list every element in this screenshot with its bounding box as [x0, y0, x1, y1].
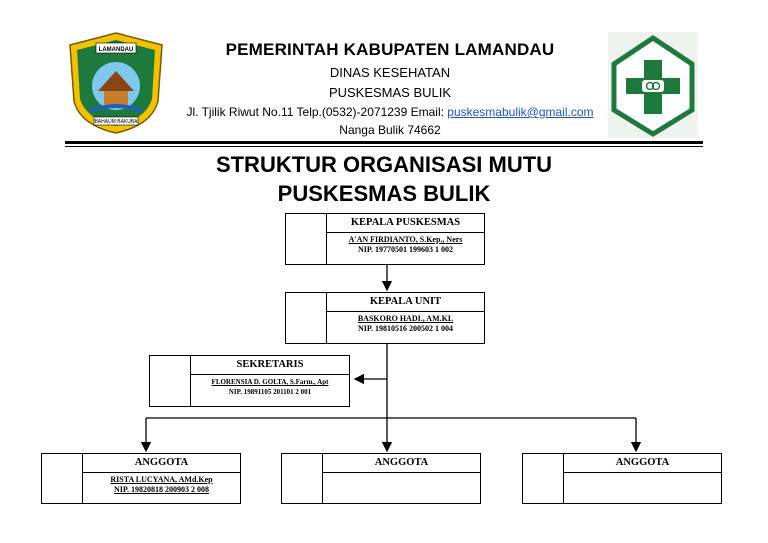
person-name: RISTA LUCYANA, AMd.Kep — [110, 475, 213, 484]
role-label: KEPALA PUSKESMAS — [327, 214, 484, 233]
photo-placeholder — [42, 454, 83, 503]
letterhead-unit: PUSKESMAS BULIK — [328, 85, 452, 100]
lamandau-emblem-icon: LAMANDAU BAHAUM BAKUBA — [66, 31, 166, 135]
person-info: FLORENSIA D. GOLTA, S.Farm., Apt NIP. 19… — [191, 377, 349, 406]
letterhead-divider — [65, 141, 703, 144]
role-label: KEPALA UNIT — [327, 293, 484, 312]
person-info: BASKORO HADI., AM.KL NIP. 19810516 20050… — [327, 314, 484, 343]
email-link[interactable]: puskesmabulik@gmail.com — [447, 105, 594, 119]
puskesmas-logo-icon — [608, 32, 698, 138]
person-info: RISTA LUCYANA, AMd.Kep NIP. 19820818 200… — [83, 475, 240, 503]
person-info: A'AN FIRDIANTO, S.Kep., Ners NIP. 197705… — [327, 235, 484, 264]
box-anggota-1: ANGGOTA RISTA LUCYANA, AMd.Kep NIP. 1982… — [41, 453, 241, 504]
person-nip: NIP. 19820818 200903 2 008 — [113, 485, 210, 494]
box-anggota-2: ANGGOTA — [281, 453, 481, 504]
photo-placeholder — [286, 214, 327, 264]
page-title: STRUKTUR ORGANISASI MUTU — [215, 152, 553, 177]
letterhead-city: Nanga Bulik 74662 — [339, 123, 441, 137]
box-sekretaris: SEKRETARIS FLORENSIA D. GOLTA, S.Farm., … — [149, 355, 350, 407]
address-text: Jl. Tjilik Riwut No.11 Telp.(0532)-20712… — [186, 105, 448, 119]
person-name: FLORENSIA D. GOLTA, S.Farm., Apt — [211, 378, 329, 386]
role-label: SEKRETARIS — [191, 356, 349, 375]
svg-text:BAHAUM BAKUBA: BAHAUM BAKUBA — [94, 119, 138, 125]
role-label: ANGGOTA — [564, 454, 721, 473]
letterhead-address: Jl. Tjilik Riwut No.11 Telp.(0532)-20712… — [160, 105, 620, 119]
person-nip: NIP. 19810516 200502 1 004 — [357, 324, 454, 333]
box-kepala-puskesmas: KEPALA PUSKESMAS A'AN FIRDIANTO, S.Kep.,… — [285, 213, 485, 265]
photo-placeholder — [523, 454, 564, 503]
person-nip: NIP. 19891105 201101 2 001 — [228, 388, 312, 396]
letterhead-department: DINAS KESEHATAN — [329, 65, 451, 80]
person-info — [564, 475, 721, 503]
role-label: ANGGOTA — [83, 454, 240, 473]
person-name: BASKORO HADI., AM.KL — [357, 314, 454, 323]
role-label: ANGGOTA — [323, 454, 480, 473]
photo-placeholder — [282, 454, 323, 503]
person-nip: NIP. 19770501 199603 1 002 — [357, 245, 454, 254]
person-info — [323, 475, 480, 503]
box-kepala-unit: KEPALA UNIT BASKORO HADI., AM.KL NIP. 19… — [285, 292, 485, 344]
letterhead-divider-thin — [65, 146, 703, 147]
photo-placeholder — [286, 293, 327, 343]
box-anggota-3: ANGGOTA — [522, 453, 722, 504]
page-subtitle: PUSKESMAS BULIK — [277, 181, 491, 206]
person-name: A'AN FIRDIANTO, S.Kep., Ners — [348, 235, 463, 244]
svg-text:LAMANDAU: LAMANDAU — [99, 47, 134, 53]
letterhead-government-name: PEMERINTAH KABUPATEN LAMANDAU — [225, 40, 555, 59]
photo-placeholder — [150, 356, 191, 406]
